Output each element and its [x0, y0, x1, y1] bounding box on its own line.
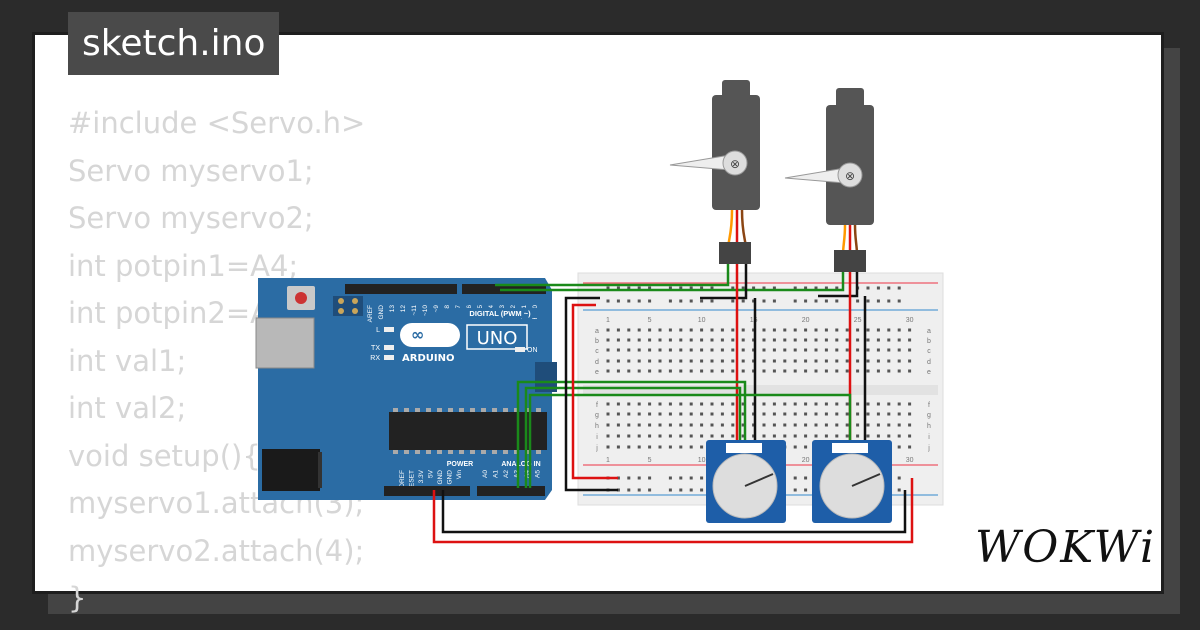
- digital-pin-label: ~11: [411, 305, 418, 316]
- breadboard-column-number: 10: [698, 457, 706, 464]
- digital-pin-label: 7: [455, 305, 462, 309]
- wokwi-logo: WOKWi: [975, 522, 1157, 573]
- l-led-label: L: [376, 327, 380, 334]
- breadboard-column-number: 30: [906, 317, 914, 324]
- code-line[interactable]: int val1;: [68, 343, 187, 378]
- analog-label: ANALOG IN: [501, 461, 540, 468]
- digital-pin-label: 8: [444, 305, 451, 309]
- breadboard-row-letter: i: [928, 434, 930, 441]
- power-pin-label: 5V: [428, 469, 435, 478]
- file-tab[interactable]: sketch.ino: [68, 12, 280, 75]
- breadboard-row-letter: a: [927, 328, 931, 335]
- power-pin-label: Vin: [456, 470, 463, 480]
- svg-text:∞: ∞: [411, 325, 424, 344]
- analog-header: [477, 486, 545, 496]
- breadboard-row-letter: e: [595, 369, 599, 376]
- atmega-chip: [389, 412, 547, 450]
- power-pin-label: IOREF: [399, 470, 406, 490]
- code-line[interactable]: }: [68, 581, 87, 615]
- breadboard-column-number: 1: [606, 317, 610, 324]
- breadboard-row-letter: d: [595, 359, 599, 366]
- svg-text:⊗: ⊗: [845, 169, 855, 183]
- digital-pin-label: 13: [389, 305, 396, 313]
- digital-label: DIGITAL (PWM ~): [469, 309, 531, 318]
- power-header: [384, 486, 470, 496]
- analog-pin-label: A1: [493, 470, 500, 478]
- breadboard-row-letter: f: [596, 402, 598, 409]
- digital-header-left: [345, 284, 457, 294]
- analog-pin-label: A2: [503, 470, 510, 478]
- potentiometer-1[interactable]: [706, 440, 786, 523]
- breadboard-row-letter: e: [927, 369, 931, 376]
- breadboard-row-letter: c: [927, 348, 931, 355]
- uno-label: UNO: [477, 328, 518, 349]
- breadboard-column-number: 10: [698, 317, 706, 324]
- power-jack: [262, 449, 320, 491]
- code-line[interactable]: myservo2.attach(4);: [68, 533, 365, 568]
- breadboard-row-letter: j: [927, 445, 930, 452]
- on-label: ON: [527, 347, 538, 354]
- breadboard-column-number: 5: [648, 317, 652, 324]
- digital-pin-label: ~10: [422, 305, 429, 316]
- breadboard-row-letter: f: [928, 402, 930, 409]
- tx-label: TX: [371, 345, 380, 352]
- servo-1: ⊗: [669, 80, 760, 264]
- breadboard-row-letter: h: [927, 423, 931, 430]
- code-line[interactable]: int potpin1=A4;: [68, 248, 299, 283]
- analog-pin-label: A4: [524, 470, 531, 478]
- power-label: POWER: [447, 461, 473, 468]
- digital-pin-label: 2: [510, 305, 517, 309]
- power-pin-label: 3.3V: [418, 469, 425, 483]
- power-pin-label: RESET: [409, 470, 416, 492]
- breadboard-column-number: 20: [802, 317, 810, 324]
- wires: [432, 264, 914, 544]
- breadboard-column-number: 15: [750, 317, 758, 324]
- potentiometer-2[interactable]: [812, 440, 892, 523]
- digital-pin-label: ~9: [433, 305, 440, 313]
- code-line[interactable]: void setup(){: [68, 438, 261, 473]
- digital-pin-label: GND: [378, 305, 385, 320]
- power-pin-label: GND: [447, 470, 454, 485]
- breadboard-row-letter: b: [927, 338, 931, 345]
- arduino-brand: ARDUINO: [402, 353, 454, 364]
- code-line[interactable]: Servo myservo2;: [68, 201, 314, 235]
- code-line[interactable]: int val2;: [68, 391, 187, 425]
- breadboard-row-letter: g: [595, 412, 599, 419]
- svg-text:⊗: ⊗: [730, 157, 740, 171]
- servo-2: ⊗: [784, 88, 874, 272]
- power-pin-label: GND: [437, 470, 444, 485]
- breadboard-column-number: 5: [648, 457, 652, 464]
- usb-port: [255, 317, 315, 369]
- code-line[interactable]: Servo myservo1;: [68, 153, 314, 188]
- digital-pin-label: 12: [400, 305, 407, 313]
- breadboard-row-letter: a: [595, 328, 599, 335]
- breadboard-column-number: 20: [802, 457, 810, 464]
- l-led: [384, 327, 394, 332]
- breadboard-row-letter: d: [927, 359, 931, 366]
- breadboard-column-number: 1: [606, 457, 610, 464]
- analog-pin-label: A5: [535, 470, 542, 478]
- digital-pin-label: AREF: [367, 305, 374, 322]
- breadboard-row-letter: i: [596, 434, 598, 441]
- code-editor[interactable]: #include <Servo.h> Servo myservo1; Servo m…: [68, 100, 365, 623]
- breadboard-row-letter: c: [595, 348, 599, 355]
- breadboard-row-letter: g: [927, 412, 931, 419]
- breadboard-row-letter: b: [595, 338, 599, 345]
- arduino-logo: ∞ UNO ARDUINO: [400, 323, 528, 364]
- digital-pin-label: 4: [488, 305, 495, 309]
- breadboard-row-letter: h: [595, 423, 599, 430]
- breadboard-column-number: 25: [854, 317, 862, 324]
- breadboard-row-letter: j: [595, 445, 598, 452]
- code-line[interactable]: #include <Servo.h>: [68, 106, 366, 140]
- breadboard-column-number: 30: [906, 457, 914, 464]
- rx-label: RX: [370, 355, 380, 362]
- analog-pin-label: A0: [482, 470, 489, 478]
